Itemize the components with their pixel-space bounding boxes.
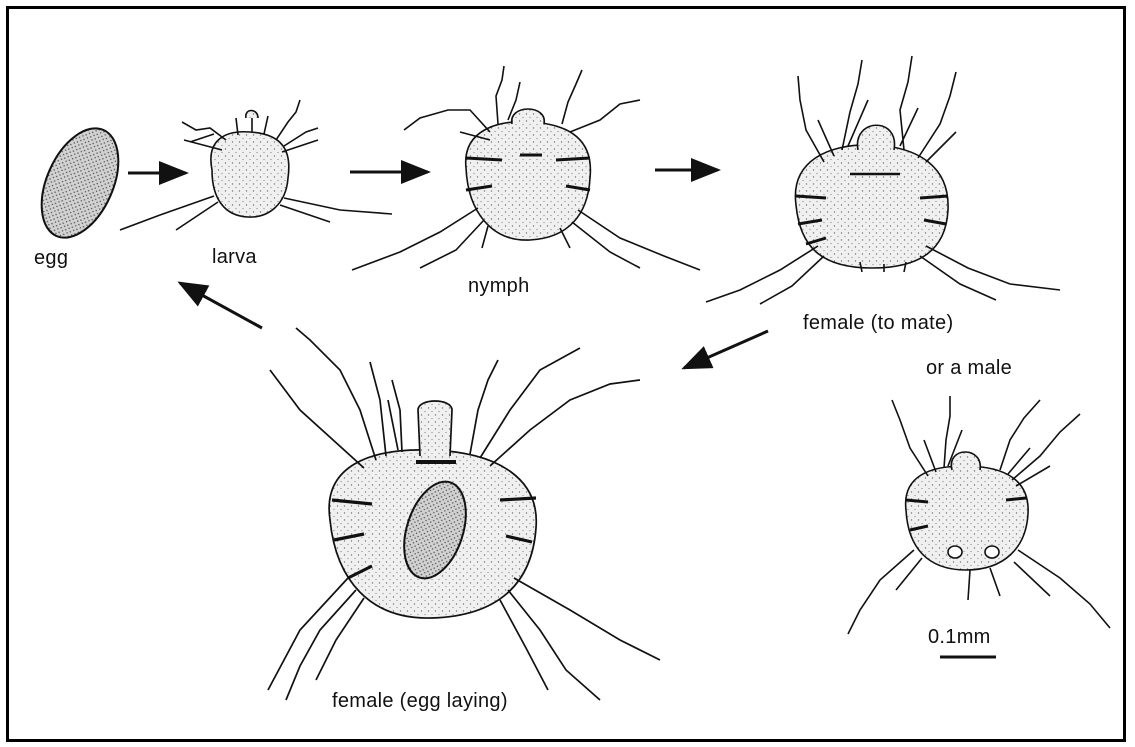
male-figure xyxy=(848,396,1110,634)
label-nymph: nymph xyxy=(468,275,530,298)
larva-figure xyxy=(120,100,392,230)
label-scale: 0.1mm xyxy=(928,626,991,649)
label-female-egg-laying: female (egg laying) xyxy=(332,690,508,713)
arrow-egglaying-to-larva xyxy=(180,283,262,328)
label-larva: larva xyxy=(212,246,257,269)
arrow-female-to-egglaying xyxy=(684,331,768,368)
female-egg-laying-figure xyxy=(268,328,660,700)
label-or-a-male: or a male xyxy=(926,357,1012,380)
egg-figure xyxy=(26,117,133,250)
label-egg: egg xyxy=(34,247,68,270)
label-female-to-mate: female (to mate) xyxy=(803,312,953,335)
nymph-figure xyxy=(352,66,700,270)
female-to-mate-figure xyxy=(706,56,1060,304)
